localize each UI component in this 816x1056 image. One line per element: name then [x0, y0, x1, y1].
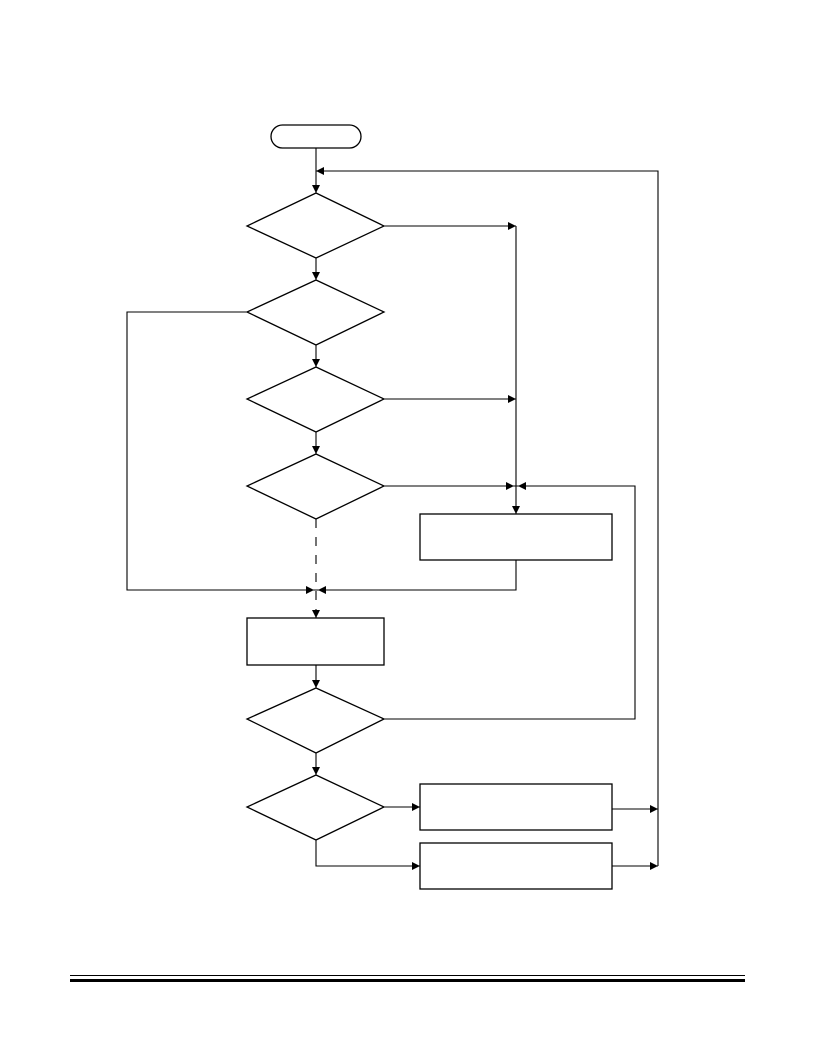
- process-center-box: [246, 617, 385, 666]
- arrowhead-left-loop-merge: [306, 586, 314, 594]
- edge-decision-5-loop: [384, 485, 636, 720]
- arrowheads: [306, 167, 658, 870]
- arrowhead-return-into-spine: [316, 167, 324, 175]
- arrowhead-into-process-center: [312, 610, 320, 618]
- arrowhead-into-decision-6: [312, 767, 320, 775]
- arrowhead-decision-5-loop: [518, 482, 526, 490]
- decision-3-diamond: [245, 366, 386, 433]
- arrowhead-into-decision-1: [312, 185, 320, 193]
- decision-4-diamond: [245, 453, 386, 520]
- arrowhead-into-decision-5: [312, 680, 320, 688]
- process-bottom-1-box: [419, 783, 613, 831]
- footer-rule-thick: [70, 979, 745, 982]
- arrowhead-decision-1-right: [508, 222, 516, 230]
- edge-return-loop: [316, 170, 659, 866]
- arrowhead-decision-4-right: [506, 482, 514, 490]
- arrowhead-into-process-bottom-2: [412, 862, 420, 870]
- process-bottom-2-box: [419, 842, 613, 890]
- arrowhead-bottom-2-return: [650, 862, 658, 870]
- arrowhead-into-decision-2: [312, 272, 320, 280]
- arrowhead-decision-3-right: [508, 395, 516, 403]
- process-right-box: [419, 513, 613, 561]
- edge-process-right-to-process-center: [316, 560, 517, 591]
- edge-decision-6-to-process-bottom-2: [315, 840, 420, 867]
- arrowhead-into-decision-4: [312, 446, 320, 454]
- decision-2-diamond: [245, 279, 386, 346]
- decision-1-diamond: [245, 192, 386, 259]
- arrowhead-into-process-right: [512, 506, 520, 514]
- nodes: [245, 124, 613, 890]
- decision-5-diamond: [245, 687, 386, 754]
- footer-rule-thin: [70, 975, 745, 976]
- decision-6-diamond: [245, 774, 386, 841]
- connectors: [126, 148, 659, 867]
- edge-decision-2-left-loop: [126, 311, 316, 591]
- arrowhead-into-decision-3: [312, 359, 320, 367]
- start-terminator: [270, 124, 362, 149]
- arrowhead-into-process-bottom-1: [412, 803, 420, 811]
- arrowhead-bottom-1-return: [650, 805, 658, 813]
- arrowhead-process-right-merge: [318, 586, 326, 594]
